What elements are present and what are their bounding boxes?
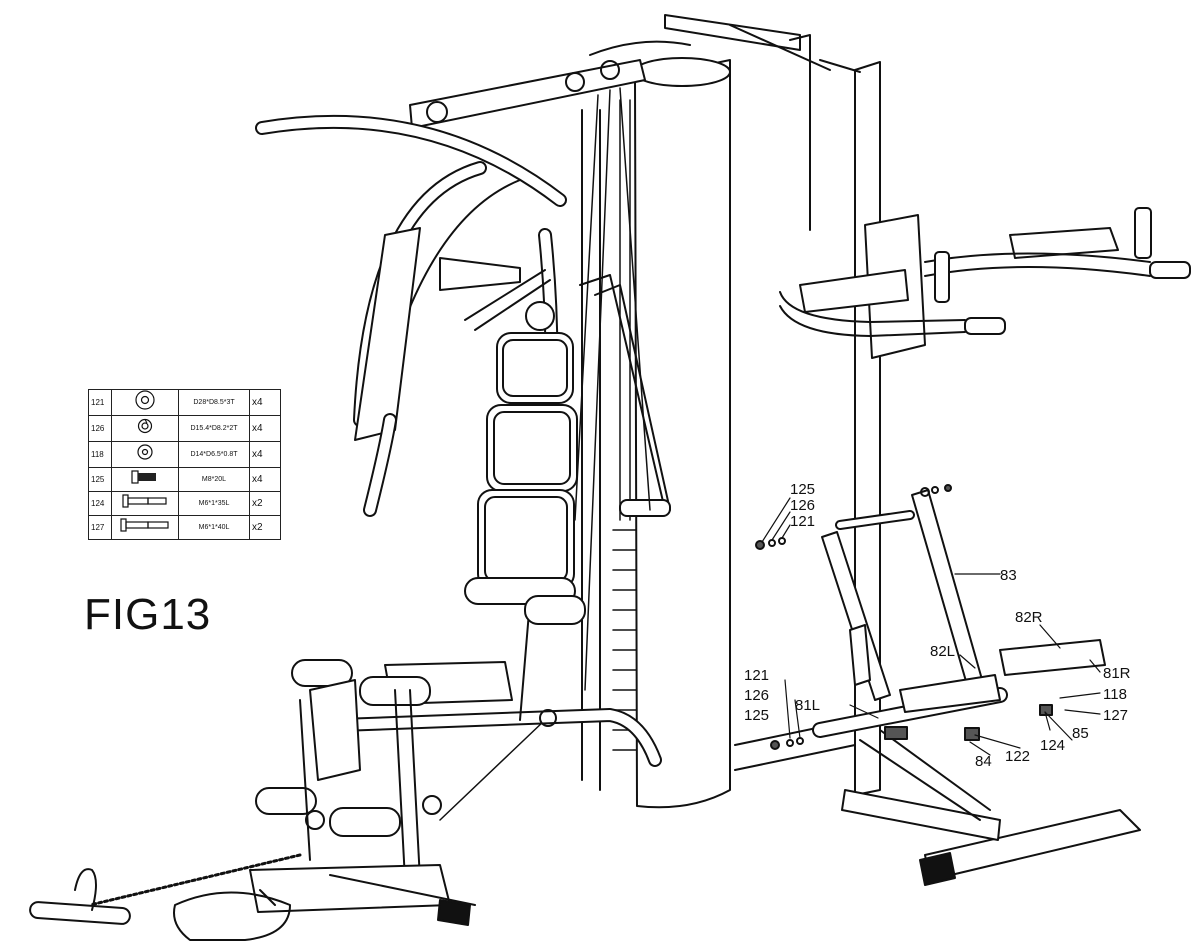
- dip-station: [779, 207, 1191, 359]
- long-bolt-icon: [122, 494, 167, 508]
- hardware-row: 127 M6*1*40L x2: [88, 515, 281, 540]
- callout-84: 84: [975, 753, 992, 770]
- callout-118: 118: [1103, 686, 1127, 703]
- large-washer-icon: [135, 390, 155, 410]
- small-washer-icon: [137, 444, 153, 460]
- callout-81R: 81R: [1103, 665, 1131, 682]
- long-bolt-icon: [120, 518, 169, 532]
- part-qty: x2: [249, 515, 281, 540]
- part-spec: D28*D8.5*3T: [178, 389, 250, 416]
- spring-washer-icon: [137, 418, 153, 434]
- hardware-row: 121 D28*D8.5*3T x4: [88, 389, 281, 416]
- weight-stack-shroud: [581, 40, 731, 809]
- leg-developer: [255, 659, 442, 881]
- hardware-table: 121 D28*D8.5*3T x4 126 D15.4*D8.2*2T x4 …: [88, 389, 281, 540]
- hardware-row: 118 D14*D6.5*0.8T x4: [88, 441, 281, 468]
- cables: [88, 87, 651, 907]
- part-spec: D15.4*D8.2*2T: [178, 415, 250, 442]
- hex-bolt-icon: [131, 470, 156, 484]
- part-number: 124: [88, 491, 112, 516]
- part-number: 127: [88, 515, 112, 540]
- callout-82L: 82L: [930, 643, 955, 660]
- pec-deck-arms: [439, 257, 671, 517]
- part-number: 125: [88, 467, 112, 492]
- figure-title: FIG13: [84, 590, 212, 639]
- press-arm: [255, 114, 567, 527]
- callout-127: 127: [1103, 707, 1128, 724]
- callout-83: 83: [1000, 567, 1017, 584]
- hardware-row: 126 D15.4*D8.2*2T x4: [88, 415, 281, 442]
- callout-leaders: [761, 497, 1101, 756]
- callout-121b: 121: [744, 667, 769, 684]
- weight-plates: [612, 99, 637, 751]
- callout-labels: 125 126 121 83 82R 82L 81R 121 118 126 8…: [744, 481, 1131, 770]
- part-qty: x4: [249, 441, 281, 468]
- part-spec: M8*20L: [178, 467, 250, 492]
- hardware-row: 124 M6*1*35L x2: [88, 491, 281, 516]
- vkr-assembly: [755, 484, 1106, 821]
- hardware-row: 125 M8*20L x4: [88, 467, 281, 492]
- callout-124: 124: [1040, 737, 1065, 754]
- callout-85: 85: [1072, 725, 1089, 742]
- part-qty: x2: [249, 491, 281, 516]
- callout-82R: 82R: [1015, 609, 1043, 626]
- callout-126b: 126: [744, 687, 769, 704]
- part-qty: x4: [249, 467, 281, 492]
- back-pads: [477, 332, 578, 589]
- callout-81L: 81L: [795, 697, 820, 714]
- part-number: 126: [88, 415, 112, 442]
- callout-125a: 125: [790, 481, 815, 498]
- callout-122: 122: [1005, 748, 1030, 765]
- bench: [333, 577, 662, 767]
- part-number: 118: [88, 441, 112, 468]
- top-boom: [409, 14, 831, 129]
- part-number: 121: [88, 389, 112, 416]
- callout-126a: 126: [790, 497, 815, 514]
- part-spec: D14*D6.5*0.8T: [178, 441, 250, 468]
- base-frame: [249, 789, 1141, 926]
- accessories: [29, 868, 291, 941]
- part-spec: M6*1*40L: [178, 515, 250, 540]
- callout-121a: 121: [790, 513, 815, 530]
- part-spec: M6*1*35L: [178, 491, 250, 516]
- part-qty: x4: [249, 389, 281, 416]
- callout-125b: 125: [744, 707, 769, 724]
- part-qty: x4: [249, 415, 281, 442]
